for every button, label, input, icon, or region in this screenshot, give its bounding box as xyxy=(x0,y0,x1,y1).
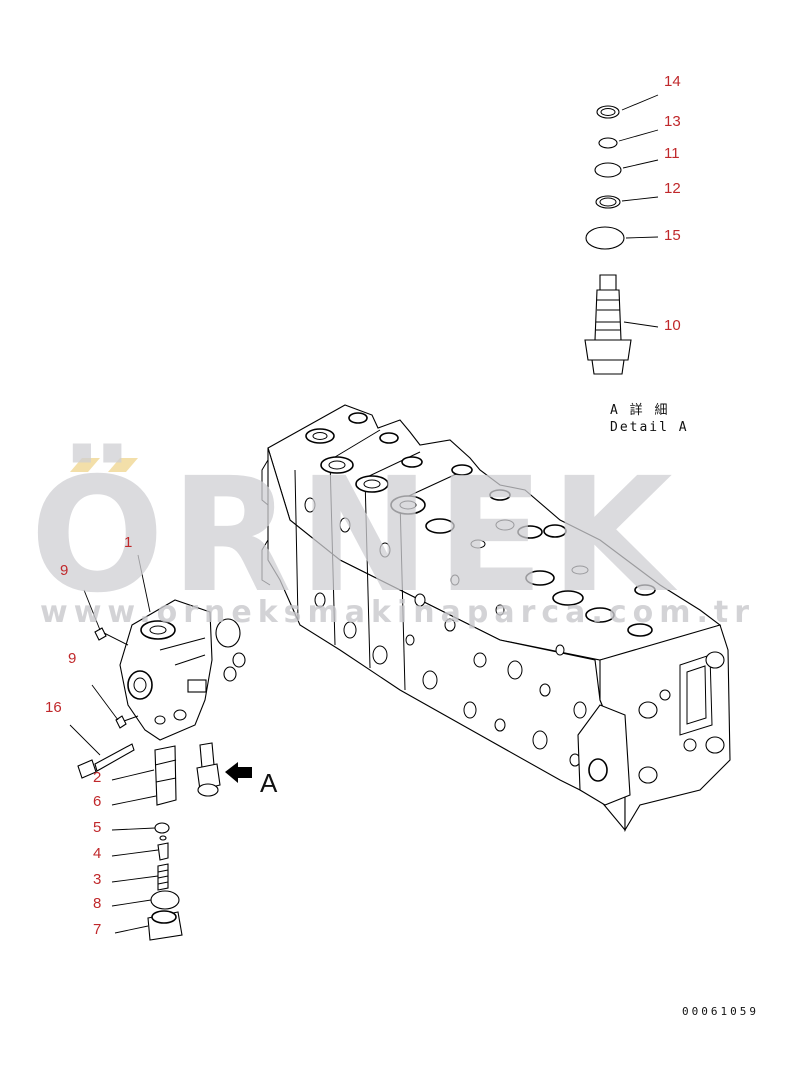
o-rings-section xyxy=(215,618,246,682)
watermark-url: www.orneksmakinaparca.com.tr xyxy=(40,595,755,630)
callout-16: 16 xyxy=(45,699,62,716)
callout-11: 11 xyxy=(664,145,680,162)
callout-6: 6 xyxy=(93,793,101,810)
callout-1: 1 xyxy=(124,534,132,551)
detail-title-jp: A 詳 細 xyxy=(610,402,669,418)
callout-5: 5 xyxy=(93,819,101,836)
view-arrow-a: A xyxy=(225,762,278,798)
callout-numbers: 14 13 11 12 15 10 1 9 9 16 2 6 5 4 3 8 7 xyxy=(45,73,681,938)
callout-15: 15 xyxy=(664,227,681,244)
callout-9a: 9 xyxy=(60,562,68,579)
callout-7: 7 xyxy=(93,921,101,938)
valve-stack-parts xyxy=(147,745,183,941)
callout-2: 2 xyxy=(93,769,101,786)
callout-14: 14 xyxy=(664,73,681,90)
callout-13: 13 xyxy=(664,113,681,130)
leader-lines xyxy=(69,94,659,934)
watermark-brand: ÖRNEK xyxy=(30,442,679,628)
valve-section-body xyxy=(119,599,213,741)
detail-title-en: Detail A xyxy=(610,420,689,435)
callout-12: 12 xyxy=(664,180,681,197)
callout-8: 8 xyxy=(93,895,101,912)
callout-10: 10 xyxy=(664,317,681,334)
drawing-number: 00061059 xyxy=(682,1005,759,1018)
callout-4: 4 xyxy=(93,845,101,862)
watermark: ÖRNEK www.orneksmakinaparca.com.tr xyxy=(30,442,755,630)
control-valve-block xyxy=(261,404,731,832)
callout-3: 3 xyxy=(93,871,101,888)
relief-valve-assembly xyxy=(196,742,221,797)
detail-a-parts xyxy=(584,105,632,375)
mounting-bolts xyxy=(77,627,139,779)
callout-9b: 9 xyxy=(68,650,76,667)
view-marker-label: A xyxy=(260,768,278,798)
